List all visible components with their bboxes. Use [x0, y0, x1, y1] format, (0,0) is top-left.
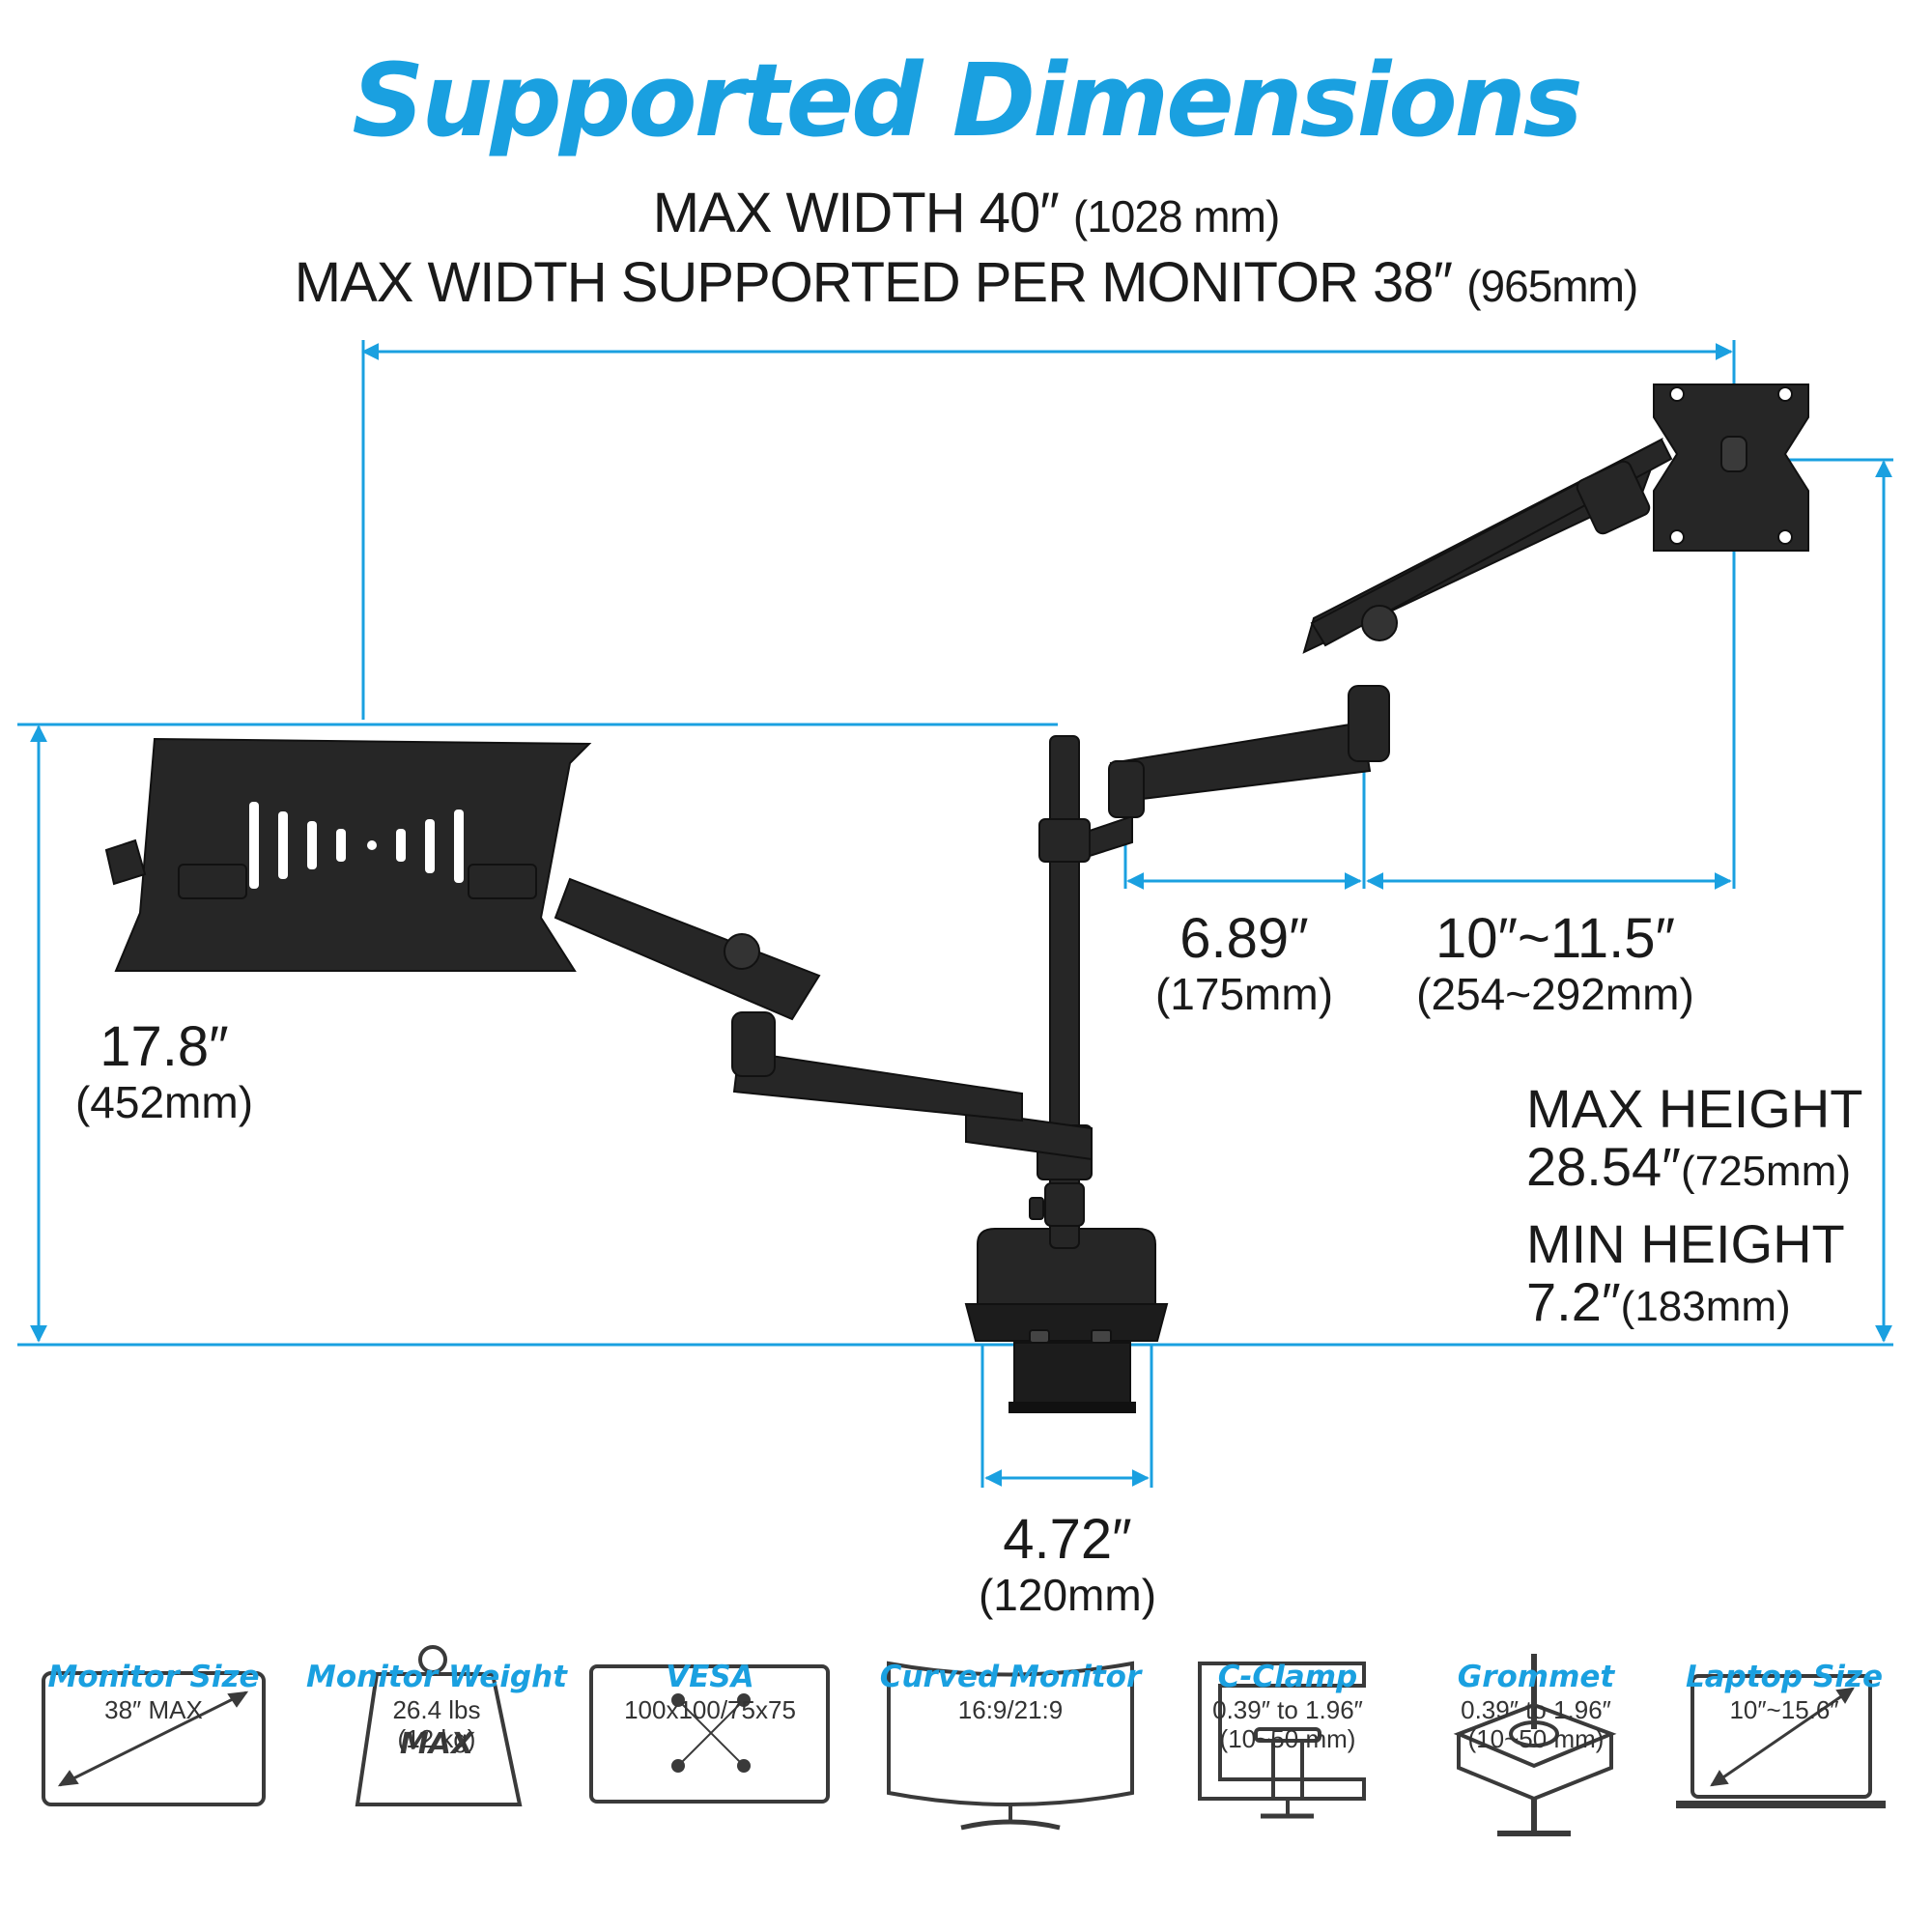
- arm-reach-imperial: 10″~11.5″: [1435, 907, 1676, 970]
- clamp-foot: [1009, 1402, 1136, 1413]
- feature-value: 0.39″ to 1.96″: [1461, 1695, 1611, 1724]
- tray-clip-left: [104, 838, 147, 886]
- feature-value-secondary: (10~50 mm): [1467, 1723, 1605, 1753]
- arm-reach-metric: (254~292mm): [1416, 968, 1694, 1019]
- feature-label: Laptop Size: [1686, 1660, 1883, 1694]
- max-width-value: MAX WIDTH 40″: [652, 182, 1060, 244]
- laptop-tray: [114, 737, 592, 972]
- vesa-hole: [1777, 386, 1793, 402]
- feature-value: 26.4 lbs: [392, 1695, 481, 1724]
- tilt-head: [1576, 460, 1651, 535]
- feature-vesa: VESA 100x100/75x75: [575, 1660, 845, 1725]
- monitor-arm-product: [104, 384, 1809, 1413]
- max-height-metric: (725mm): [1680, 1148, 1851, 1196]
- feature-monitor-weight: Monitor Weight 26.4 lbs (12 kg): [301, 1660, 572, 1754]
- feature-grommet: Grommet 0.39″ to 1.96″ (10~50 mm): [1401, 1660, 1671, 1754]
- weight-icon: MAX: [355, 1645, 523, 1806]
- feature-value-secondary: (10~50 mm): [1219, 1723, 1356, 1753]
- feature-laptop-size: Laptop Size 10″~15.6″: [1649, 1660, 1919, 1725]
- vesa-icon: [589, 1664, 830, 1804]
- elbow-joint-left: [731, 1011, 776, 1077]
- elbow-joint-right: [1348, 685, 1390, 762]
- vesa-hole: [1669, 529, 1685, 545]
- max-width-line: MAX WIDTH 40″ (1028 mm): [0, 185, 1932, 242]
- curved-monitor-icon: [887, 1661, 1134, 1831]
- laptop-height-label: 17.8″ (452mm): [48, 1016, 280, 1126]
- max-width-per-monitor-line: MAX WIDTH SUPPORTED PER MONITOR 38″ (965…: [0, 255, 1932, 311]
- min-height-title: MIN HEIGHT: [1526, 1213, 1845, 1274]
- page-title: Supported Dimensions: [352, 42, 1582, 159]
- pole: [1049, 735, 1080, 1249]
- vesa-hole: [1669, 386, 1685, 402]
- vesa-hole: [1777, 529, 1793, 545]
- adjust-knob-left: [724, 933, 760, 970]
- feature-value: 38″ MAX: [104, 1695, 203, 1724]
- feature-value: 10″~15.6″: [1729, 1695, 1839, 1724]
- dimension-lines: [17, 340, 1893, 1488]
- laptop-height-imperial: 17.8″: [99, 1015, 229, 1078]
- min-height-label: MIN HEIGHT 7.2″(183mm): [1526, 1213, 1845, 1333]
- tray-clamp: [468, 864, 537, 899]
- feature-label: Curved Monitor: [879, 1660, 1142, 1694]
- feature-value: 100x100/75x75: [624, 1695, 796, 1724]
- max-width-metric: (1028 mm): [1072, 191, 1280, 242]
- pole-knob: [1044, 1182, 1085, 1227]
- arm-reach-label: 10″~11.5″ (254~292mm): [1391, 908, 1719, 1018]
- base-width-imperial: 4.72″: [1003, 1508, 1132, 1571]
- max-height-title: MAX HEIGHT: [1526, 1078, 1863, 1139]
- max-height-label: MAX HEIGHT 28.54″(725mm): [1526, 1078, 1863, 1198]
- adjust-knob-right: [1361, 605, 1398, 641]
- feature-c-clamp: C-Clamp 0.39″ to 1.96″ (10~50 mm): [1152, 1660, 1423, 1754]
- min-height-imperial: 7.2″: [1526, 1271, 1621, 1333]
- feature-value: 16:9/21:9: [957, 1695, 1064, 1724]
- arm-joint-upper-right: [1089, 814, 1133, 858]
- vesa-lock: [1720, 436, 1747, 472]
- laptop-height-metric: (452mm): [74, 1076, 254, 1127]
- max-width-per-monitor-value: MAX WIDTH SUPPORTED PER MONITOR 38″: [294, 251, 1453, 314]
- c-clamp-icon: [1198, 1662, 1366, 1819]
- max-height-imperial: 28.54″: [1526, 1136, 1681, 1198]
- feature-label: Grommet: [1457, 1660, 1615, 1694]
- lower-arm-left: [732, 1049, 1023, 1122]
- feature-value-secondary: (12 kg): [397, 1723, 476, 1753]
- arm-offset-metric: (175mm): [1154, 968, 1334, 1019]
- base-width-label: 4.72″ (120mm): [952, 1509, 1183, 1619]
- feature-label: C-Clamp: [1217, 1660, 1358, 1694]
- grommet-icon: [1453, 1654, 1617, 1836]
- monitor-size-icon: [42, 1671, 266, 1806]
- max-width-per-monitor-metric: (965mm): [1466, 261, 1638, 311]
- base-block: [977, 1228, 1156, 1307]
- feature-label: Monitor Size: [47, 1660, 260, 1694]
- weight-icon-text: MAX: [400, 1727, 475, 1761]
- lower-arm-right-cap: [1108, 760, 1145, 818]
- clamp-body: [1013, 1342, 1131, 1411]
- feature-label: Monitor Weight: [306, 1660, 567, 1694]
- base-plate: [964, 1303, 1169, 1342]
- feature-value: 0.39″ to 1.96″: [1212, 1695, 1363, 1724]
- base-width-metric: (120mm): [978, 1569, 1157, 1620]
- feature-curved-monitor: Curved Monitor 16:9/21:9: [875, 1660, 1146, 1725]
- min-height-metric: (183mm): [1620, 1283, 1791, 1331]
- tray-clamp: [178, 864, 247, 899]
- arm-offset-imperial: 6.89″: [1179, 907, 1309, 970]
- feature-label: VESA: [666, 1660, 754, 1694]
- feature-monitor-size: Monitor Size 38″ MAX: [18, 1660, 289, 1725]
- arm-offset-label: 6.89″ (175mm): [1109, 908, 1379, 1018]
- laptop-size-icon: [1676, 1674, 1886, 1808]
- pole-lever: [1029, 1197, 1044, 1220]
- tray-vents: [249, 802, 464, 889]
